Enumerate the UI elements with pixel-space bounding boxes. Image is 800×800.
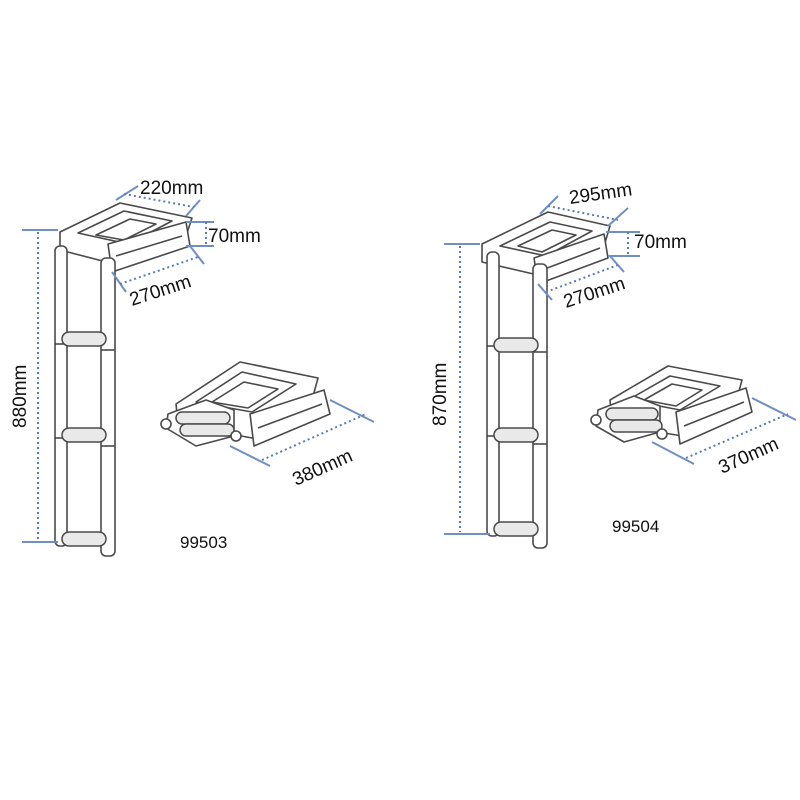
dim-label-folded-99504: 370mm bbox=[715, 434, 781, 479]
dim-label-height-99504: 70mm bbox=[634, 232, 687, 253]
dimension-lines-99504 bbox=[444, 195, 640, 535]
product-99503: 220mm 70mm 270mm 880mm 380mm 99503 bbox=[10, 178, 375, 557]
dim-label-depth-99504: 270mm bbox=[561, 273, 628, 313]
dim-label-width-99504: 295mm bbox=[568, 179, 634, 209]
folded-ladder-99503 bbox=[160, 361, 331, 447]
folded-ladder-99504 bbox=[590, 365, 753, 445]
product-99504: 295mm 70mm 270mm 870mm 370mm 99504 bbox=[430, 179, 797, 549]
dim-label-folded-99503: 380mm bbox=[289, 446, 355, 491]
extended-ladder-99504 bbox=[481, 211, 611, 549]
product-code-99504: 99504 bbox=[612, 517, 659, 536]
dim-label-height-99503: 70mm bbox=[208, 226, 261, 247]
folded-dimension-99503 bbox=[229, 399, 375, 467]
dim-label-length-99503: 880mm bbox=[10, 365, 31, 428]
dim-label-depth-99503: 270mm bbox=[127, 271, 194, 311]
dim-label-width-99503: 220mm bbox=[140, 178, 203, 199]
product-code-99503: 99503 bbox=[180, 533, 227, 552]
folded-dimension-99504 bbox=[651, 397, 797, 465]
dim-label-length-99504: 870mm bbox=[430, 363, 451, 426]
dimension-lines-99503 bbox=[22, 185, 214, 543]
extended-ladder-99503 bbox=[54, 202, 193, 557]
